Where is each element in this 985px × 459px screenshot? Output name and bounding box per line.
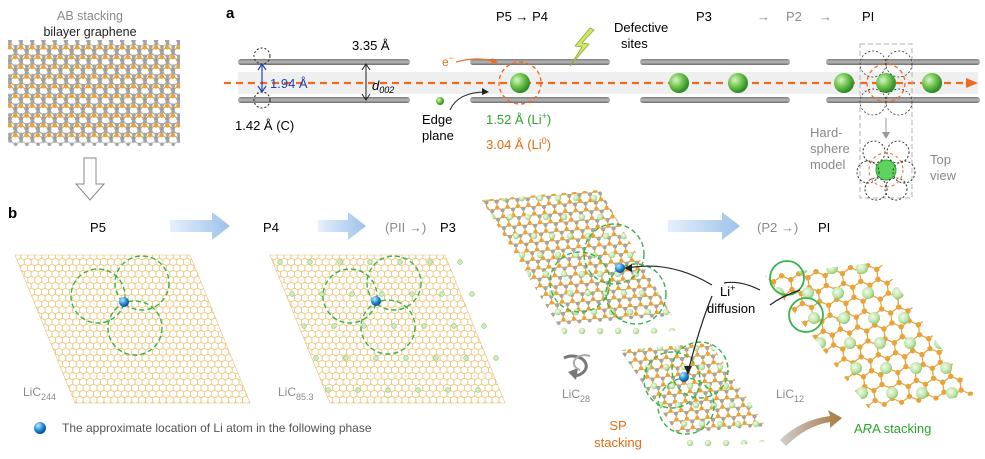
phase-pi-prefix: (P2 →) bbox=[757, 220, 798, 235]
graphene-sheets bbox=[238, 59, 980, 103]
sp-stacking-label-2: stacking bbox=[594, 435, 642, 450]
phase-pi-title: PI bbox=[818, 220, 830, 235]
li-location-marker-1 bbox=[119, 297, 129, 307]
panel-a-label: a bbox=[226, 5, 235, 22]
legend-li-marker-icon bbox=[34, 422, 46, 434]
li-ion-pi-3 bbox=[922, 73, 942, 93]
bilayer-graphene-title: bilayer graphene bbox=[43, 25, 136, 39]
phase-p5-title: P5 bbox=[90, 220, 106, 235]
phase-p2-label: P2 bbox=[786, 9, 802, 24]
phase-p3-prefix: (PII →) bbox=[385, 220, 426, 235]
small-li-ion bbox=[436, 97, 444, 105]
lic12-label: LiC12 bbox=[776, 387, 804, 404]
pi-ring-2 bbox=[788, 297, 824, 333]
li-diffusion-label-1: Li+ bbox=[720, 283, 735, 299]
li-ion-p3-1 bbox=[669, 73, 689, 93]
phase-pi-label: PI bbox=[862, 9, 874, 24]
offset-distance-label: 1.94 Å bbox=[270, 76, 308, 91]
li-ion-pi-1 bbox=[834, 73, 854, 93]
phase-arrow-1: → bbox=[757, 9, 770, 24]
phase-transition-arrow-3 bbox=[668, 212, 740, 240]
li-ion bbox=[510, 73, 530, 93]
li-ion-pi-2 bbox=[876, 73, 896, 93]
li-atom-radius-label: 3.04 Å (Li0) bbox=[486, 136, 551, 152]
hard-sphere-label-2: sphere bbox=[810, 141, 850, 156]
down-arrow-icon bbox=[74, 157, 106, 201]
top-view-label-1: Top bbox=[930, 152, 951, 167]
lic85-lattice bbox=[270, 255, 505, 403]
li-atom-radius-ring bbox=[498, 61, 542, 105]
top-view-label-2: view bbox=[930, 168, 957, 183]
lic85-label: LiC85.3 bbox=[278, 385, 314, 402]
electron-label: e− bbox=[442, 53, 454, 69]
cc-bond-label: 1.42 Å (C) bbox=[235, 118, 294, 133]
li-diffusion-label-2: diffusion bbox=[707, 301, 755, 316]
edge-plane-label-1: Edge bbox=[422, 112, 452, 127]
li-location-marker-2 bbox=[371, 296, 381, 306]
li-location-marker-4 bbox=[679, 372, 689, 382]
phase-arrow-2: → bbox=[819, 9, 832, 24]
li-ion-radius-label: 1.52 Å (Li+) bbox=[486, 111, 551, 127]
sp-stacking-label-1: SP bbox=[609, 418, 626, 433]
lic244-label: LiC244 bbox=[23, 385, 56, 402]
li-location-marker-3 bbox=[615, 263, 625, 273]
ab-stacking-title: AB stacking bbox=[57, 9, 123, 23]
legend-text: The approximate location of Li atom in t… bbox=[62, 421, 372, 435]
defective-sites-label-2: sites bbox=[621, 36, 648, 51]
interlayer-distance-label: 3.35 Å bbox=[352, 38, 390, 53]
defective-sites-label-1: Defective bbox=[614, 20, 668, 35]
lic28-lattice-bottom bbox=[620, 343, 775, 447]
rotation-icon bbox=[563, 354, 591, 380]
hard-sphere-label-1: Hard- bbox=[810, 125, 843, 140]
lic28-lattice-top bbox=[482, 190, 680, 335]
phase-p3-label: P3 bbox=[696, 9, 712, 24]
ara-stacking-label: ARA stacking bbox=[854, 421, 931, 436]
curved-arrow-icon bbox=[780, 410, 842, 446]
hard-sphere-box bbox=[859, 43, 913, 199]
phase-p3-title: P3 bbox=[440, 220, 456, 235]
phase-p4-title: P4 bbox=[263, 220, 279, 235]
top-view-model bbox=[856, 140, 916, 201]
lightning-icon bbox=[569, 27, 595, 67]
lic28-label: LiC28 bbox=[562, 387, 590, 404]
panel-b-label: b bbox=[8, 205, 17, 222]
li-ion-p3-2 bbox=[728, 73, 748, 93]
phase-transition-arrow-2 bbox=[318, 212, 366, 240]
edge-plane-label-2: plane bbox=[422, 128, 454, 143]
d002-label: d002 bbox=[372, 78, 394, 95]
electron-path-arrowhead-icon bbox=[966, 78, 978, 88]
phase-p5-p4-label: P5 → P4 bbox=[496, 9, 548, 24]
hard-sphere-label-3: model bbox=[810, 157, 846, 172]
phase-transition-arrow-1 bbox=[170, 212, 230, 240]
ab-stacking-lattice bbox=[8, 40, 180, 147]
